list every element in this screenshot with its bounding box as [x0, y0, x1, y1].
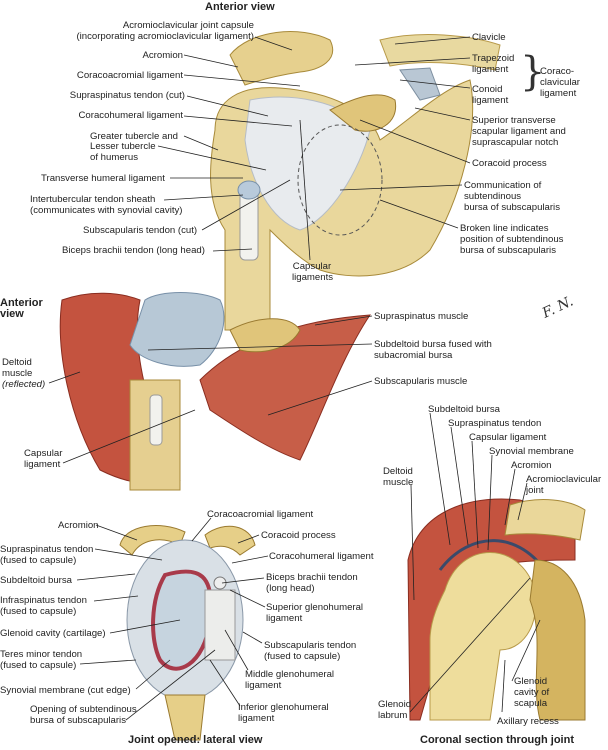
label: Glenoid [514, 676, 548, 687]
label: Supraspinatus tendon [448, 418, 542, 429]
label: Clavicle [472, 32, 506, 43]
label: Subdeltoid bursa fused with [374, 339, 492, 350]
caption-lateral-view: Joint opened: lateral view [128, 734, 263, 746]
label: (long head) [266, 583, 315, 594]
label: Superior glenohumeral [266, 602, 364, 613]
label: (fused to capsule) [264, 651, 341, 662]
label: Transverse humeral ligament [41, 173, 165, 184]
label: Coracoid process [472, 158, 547, 169]
label: Acromion [142, 50, 183, 61]
label: scapula [514, 698, 548, 709]
label: Acromioclavicular [526, 474, 602, 485]
label: Biceps brachii tendon (long head) [62, 245, 205, 256]
label: Biceps brachii tendon [266, 572, 358, 583]
label: Subdeltoid bursa [0, 575, 73, 586]
label: position of subtendinous [460, 234, 564, 245]
label: Coracoacromial ligament [207, 509, 314, 520]
label: Glenoid cavity (cartilage) [0, 628, 106, 639]
label: bursa of subscapularis [30, 715, 126, 726]
label: Coraco- [540, 66, 575, 77]
label: Opening of subtendinous [30, 704, 137, 715]
label: Supraspinatus muscle [374, 311, 469, 322]
label: muscle [2, 368, 33, 379]
coronal-section-illustration [407, 498, 586, 721]
label: Teres minor tendon [0, 649, 83, 660]
label: Capsular ligament [469, 432, 547, 443]
label: Coracoacromial ligament [76, 70, 183, 81]
label: ligament [24, 459, 61, 470]
label: (incorporating acromioclavicular ligamen… [76, 31, 254, 42]
label: Subscapularis tendon [264, 640, 357, 651]
label: Glenoid [378, 699, 412, 710]
label: ligament [472, 95, 509, 106]
leader-lines [48, 36, 541, 721]
label: Lesser tubercle [90, 141, 156, 152]
figure-title-anterior: Anterior view [205, 1, 275, 13]
label: (communicates with synovial cavity) [30, 205, 183, 216]
lateral-view-illustration [119, 525, 256, 741]
label: Capsular [292, 261, 332, 272]
label: labrum [378, 710, 408, 721]
label: Inferior glenohumeral [238, 702, 329, 713]
label: subtendinous [464, 191, 522, 202]
label: joint [526, 485, 544, 496]
label: Acromion [58, 520, 99, 531]
label: suprascapular notch [472, 137, 559, 148]
label: Synovial membrane (cut edge) [0, 685, 131, 696]
anterior-view-muscles-illustration [59, 292, 371, 491]
label: clavicular [540, 77, 580, 88]
label: Intertubercular tendon sheath [30, 194, 156, 205]
label: Subscapularis tendon (cut) [83, 225, 198, 236]
label: Supraspinatus tendon [0, 544, 94, 555]
label: ligament [245, 680, 282, 691]
label: ligament [266, 613, 303, 624]
label: Acromion [511, 460, 552, 471]
label: Subdeltoid bursa [428, 404, 501, 415]
label: ligament [472, 64, 509, 75]
label: (fused to capsule) [0, 555, 77, 566]
label: (reflected) [2, 379, 46, 390]
label: Greater tubercle and [90, 131, 178, 142]
label: (fused to capsule) [0, 606, 77, 617]
label: ligament [238, 713, 275, 724]
label: bursa of subscapularis [464, 202, 560, 213]
label: Coracohumeral ligament [269, 551, 374, 562]
label: Conoid [472, 84, 503, 95]
label: Broken line indicates [460, 223, 549, 234]
label: Coracohumeral ligament [78, 110, 183, 121]
label: muscle [383, 477, 414, 488]
figure-title-anterior-2: Anterior [0, 297, 43, 309]
label: cavity of [514, 687, 550, 698]
label: (fused to capsule) [0, 660, 77, 671]
label: Trapezoid [472, 53, 515, 64]
label: Synovial membrane [489, 446, 574, 457]
label: Supraspinatus tendon (cut) [69, 90, 185, 101]
label: Communication of [464, 180, 542, 191]
label: Coracoid process [261, 530, 336, 541]
netter-signature: F. N. [539, 293, 576, 322]
label: Capsular [24, 448, 63, 459]
label: Subscapularis muscle [374, 376, 468, 387]
label: Acromioclavicular joint capsule [122, 20, 254, 31]
anterior-view-illustration [210, 31, 501, 331]
label: Middle glenohumeral [245, 669, 335, 680]
label: bursa of subscapularis [460, 245, 556, 256]
label: scapular ligament and [472, 126, 566, 137]
label: Deltoid [2, 357, 32, 368]
label: subacromial bursa [374, 350, 453, 361]
label: ligaments [292, 272, 334, 283]
figure-title-anterior-2b: view [0, 308, 24, 320]
brace-icon: } [520, 49, 546, 95]
label: Superior transverse [472, 115, 556, 126]
label: Deltoid [383, 466, 413, 477]
label: Axillary recess [497, 716, 559, 727]
label: Infraspinatus tendon [0, 595, 87, 606]
caption-coronal-section: Coronal section through joint [420, 734, 574, 746]
label: of humerus [90, 152, 138, 163]
label: ligament [540, 88, 577, 99]
